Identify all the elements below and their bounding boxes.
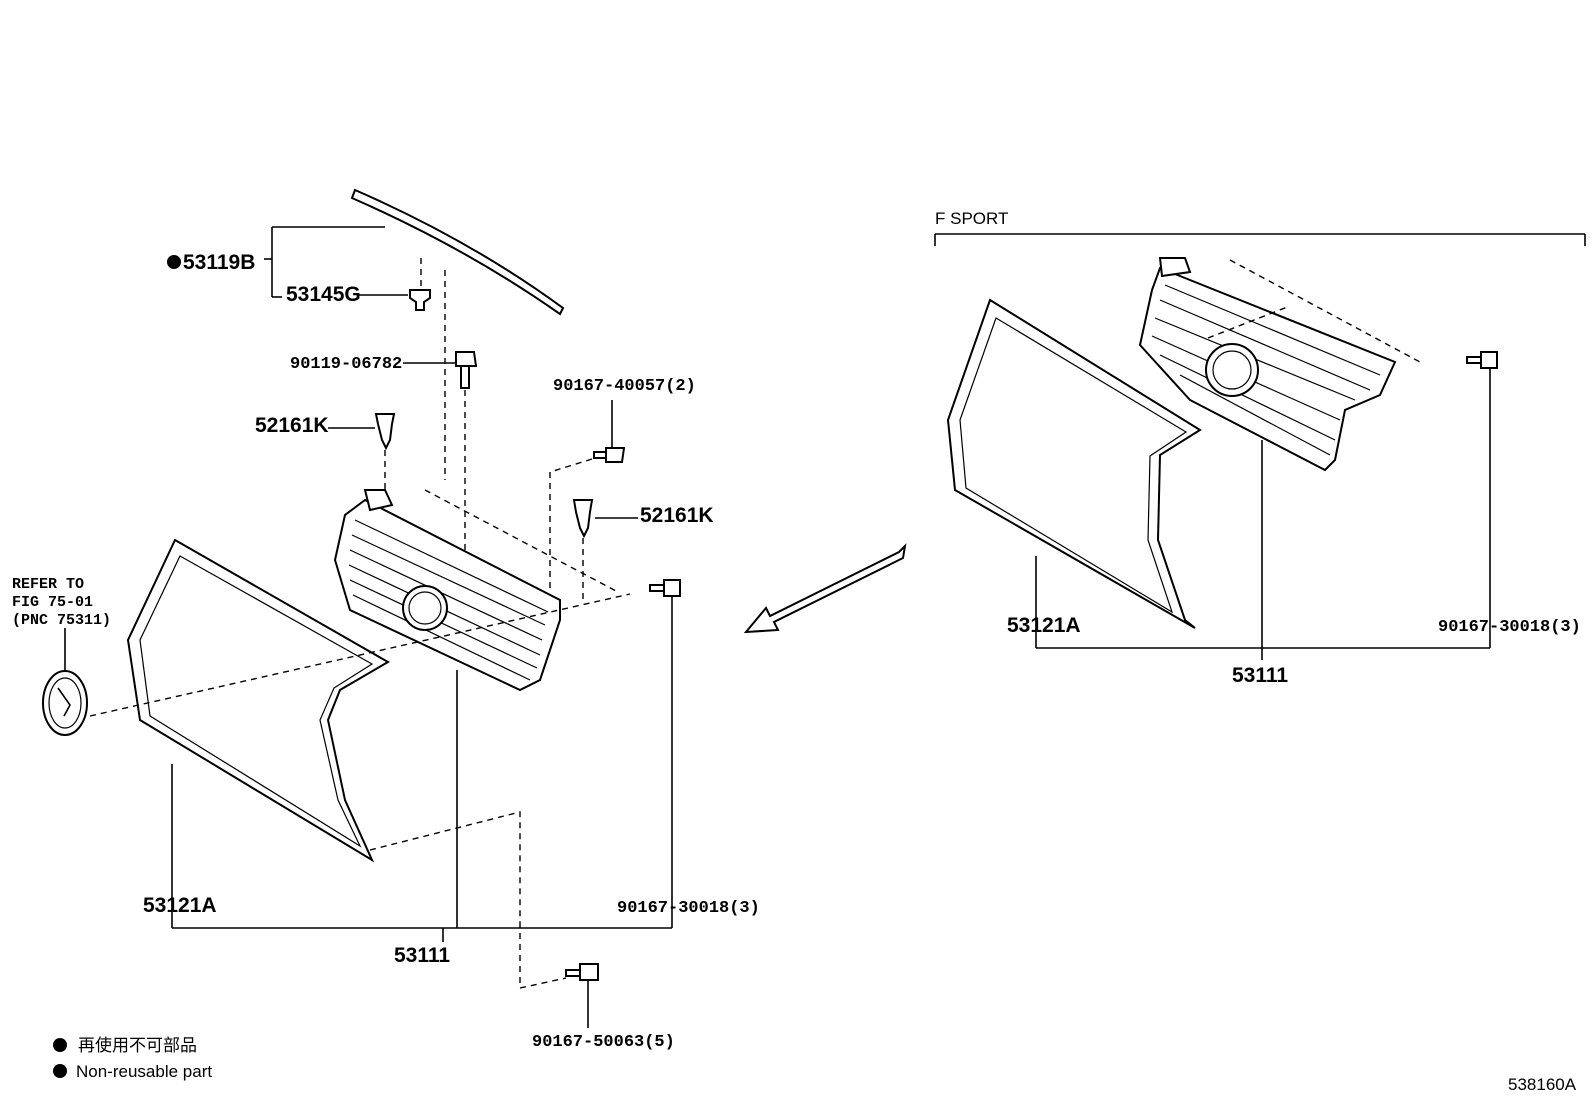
emblem-75311 (42, 670, 88, 736)
label-52161K-b: 52161K (640, 504, 714, 527)
screw-90167-40057 (593, 400, 626, 463)
screw-90167-50063 (565, 963, 599, 981)
view-arrow (743, 543, 907, 634)
non-reusable-dot (167, 255, 181, 269)
dash-line (519, 922, 567, 989)
dash-line (424, 489, 619, 593)
grille-53111-left (333, 489, 561, 692)
label-53119B: 53119B (183, 251, 255, 274)
dash-line (1207, 305, 1291, 339)
label-90167-50063: 90167-50063(5) (532, 1033, 675, 1052)
label-53111-right: 53111 (1232, 664, 1288, 687)
clip-53145G (358, 289, 431, 311)
label-90167-30018-left: 90167-30018(3) (617, 899, 760, 918)
clip-52161K-b (572, 499, 638, 539)
label-refer-1: REFER TO (12, 576, 84, 593)
molding-strip (350, 188, 565, 316)
leader-53119B (264, 226, 385, 298)
screw-90167-30018-right (1466, 351, 1498, 369)
label-53121A-right: 53121A (1007, 614, 1081, 637)
label-53121A-left: 53121A (143, 894, 217, 917)
bracket-53111-right (1035, 440, 1490, 660)
dash-line (369, 811, 521, 922)
label-52161K-a: 52161K (255, 414, 329, 437)
frame-53121A-left (126, 538, 390, 863)
label-f-sport: F SPORT (935, 209, 1008, 228)
dash-line (549, 458, 593, 592)
frame-53121A-right (946, 298, 1202, 629)
label-90119-06782: 90119-06782 (290, 355, 402, 374)
label-refer-2: FIG 75-01 (12, 594, 93, 611)
clip-52161K-a (328, 413, 396, 451)
screw-90167-30018-left (649, 579, 681, 597)
label-90167-30018-right: 90167-30018(3) (1438, 618, 1581, 637)
bracket-f-sport (934, 233, 1586, 246)
bracket-53111-left (171, 670, 672, 942)
label-53111-left: 53111 (394, 944, 450, 967)
legend-en: Non-reusable part (76, 1062, 212, 1081)
label-refer-3: (PNC 75311) (12, 612, 111, 629)
legend-jp: 再使用不可部品 (78, 1035, 197, 1055)
dash-line (89, 593, 631, 717)
dash-line (1229, 259, 1421, 363)
bolt-90119 (403, 351, 478, 389)
grille-53111-right (1138, 257, 1397, 472)
label-90167-40057: 90167-40057(2) (553, 377, 696, 396)
figure-id: 538160A (1508, 1075, 1577, 1094)
legend-dot-en (53, 1064, 67, 1078)
legend-dot-jp (53, 1038, 67, 1052)
label-53145G: 53145G (286, 283, 361, 306)
